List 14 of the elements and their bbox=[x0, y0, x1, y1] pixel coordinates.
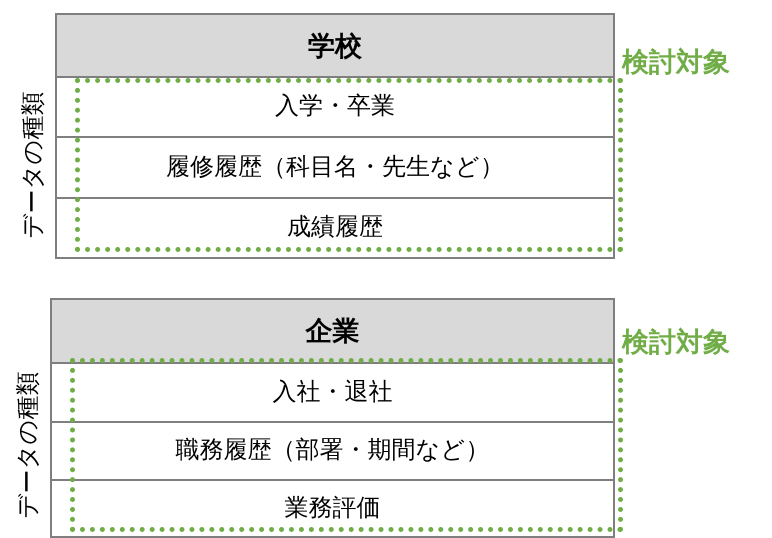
row-text: 履修履歴（科目名・先生など） bbox=[166, 152, 504, 182]
outline-label: 検討対象 bbox=[622, 326, 730, 360]
side-label: データの種類 bbox=[17, 92, 47, 238]
row-text: 入学・卒業 bbox=[275, 92, 395, 120]
row-text: 成績履歴 bbox=[287, 212, 383, 242]
row-text: 入社・退社 bbox=[272, 378, 392, 406]
outline-label: 検討対象 bbox=[622, 46, 730, 80]
table-header: 学校 bbox=[57, 15, 613, 78]
table bbox=[50, 298, 615, 538]
row-text: 業務評価 bbox=[284, 494, 380, 522]
side-label: データの種類 bbox=[12, 372, 42, 518]
table bbox=[55, 13, 615, 259]
table-header: 企業 bbox=[52, 300, 613, 364]
row-text: 職務履歴（部署・期間など） bbox=[176, 436, 490, 464]
